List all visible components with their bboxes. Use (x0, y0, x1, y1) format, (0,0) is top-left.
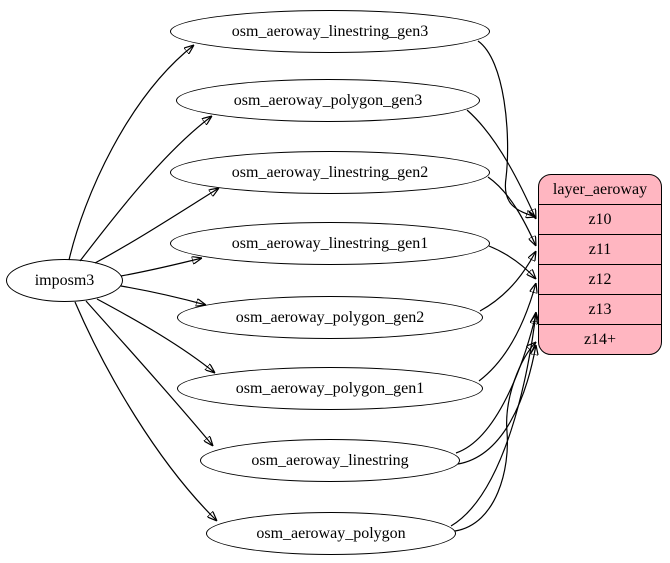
node-osm-aeroway-linestring-gen3: osm_aeroway_linestring_gen3 (170, 10, 490, 53)
table-label: osm_aeroway_polygon_gen3 (233, 91, 423, 109)
edge-linestring-gen1-z12 (488, 245, 536, 279)
zoom-row-z11: z11 (539, 234, 661, 264)
zoom-row-z13: z13 (539, 294, 661, 324)
edge-polygon-z14 (454, 342, 536, 532)
edge-imposm3-polygon-gen1 (96, 298, 215, 373)
layer-title: layer_aeroway (552, 180, 648, 198)
edge-imposm3-polygon (74, 301, 217, 521)
edge-linestring-gen3-z10 (477, 40, 536, 217)
edge-imposm3-linestring-gen1 (120, 258, 202, 277)
node-osm-aeroway-polygon-gen3: osm_aeroway_polygon_gen3 (176, 79, 480, 122)
edge-imposm3-linestring-gen3 (68, 45, 194, 261)
table-label: osm_aeroway_linestring (251, 451, 409, 469)
edge-polygon-gen1-z12 (478, 283, 536, 382)
zoom-row-z12: z12 (539, 264, 661, 294)
node-osm-aeroway-polygon-gen1: osm_aeroway_polygon_gen1 (177, 367, 483, 410)
edge-imposm3-polygon-gen2 (120, 285, 206, 305)
table-label: osm_aeroway_polygon_gen1 (235, 379, 425, 397)
node-imposm3-label: imposm3 (34, 271, 95, 289)
zoom-row-label: z14+ (583, 330, 617, 348)
zoom-row-label: z11 (588, 240, 612, 258)
node-imposm3: imposm3 (6, 259, 123, 302)
zoom-row-z14plus: z14+ (539, 324, 661, 354)
zoom-row-z10: z10 (539, 204, 661, 234)
layer-title-row: layer_aeroway (539, 175, 661, 204)
edge-imposm3-linestring-gen2 (94, 188, 219, 264)
edge-imposm3-linestring (85, 300, 213, 446)
table-label: osm_aeroway_polygon (256, 524, 406, 542)
edge-imposm3-polygon-gen3 (79, 116, 212, 262)
node-osm-aeroway-polygon: osm_aeroway_polygon (206, 512, 456, 555)
table-label: osm_aeroway_polygon_gen2 (235, 308, 425, 326)
node-osm-aeroway-polygon-gen2: osm_aeroway_polygon_gen2 (177, 296, 483, 339)
table-label: osm_aeroway_linestring_gen1 (231, 234, 429, 252)
node-osm-aeroway-linestring: osm_aeroway_linestring (200, 439, 460, 482)
edge-polygon-gen2-z11 (479, 251, 536, 312)
zoom-row-label: z10 (588, 210, 612, 228)
node-osm-aeroway-linestring-gen2: osm_aeroway_linestring_gen2 (170, 151, 490, 194)
edge-polygon-z13 (450, 312, 536, 527)
table-label: osm_aeroway_linestring_gen3 (231, 22, 429, 40)
edge-linestring-z14 (457, 345, 536, 465)
zoom-row-label: z13 (588, 300, 612, 318)
node-layer-aeroway: layer_aeroway z10 z11 z12 z13 z14+ (538, 174, 662, 355)
node-osm-aeroway-linestring-gen1: osm_aeroway_linestring_gen1 (170, 222, 490, 265)
edge-polygon-gen3-z10 (466, 109, 536, 219)
edge-linestring-gen2-z11 (487, 176, 536, 246)
table-label: osm_aeroway_linestring_gen2 (231, 163, 429, 181)
zoom-row-label: z12 (588, 270, 612, 288)
edge-linestring-z13 (455, 314, 536, 454)
